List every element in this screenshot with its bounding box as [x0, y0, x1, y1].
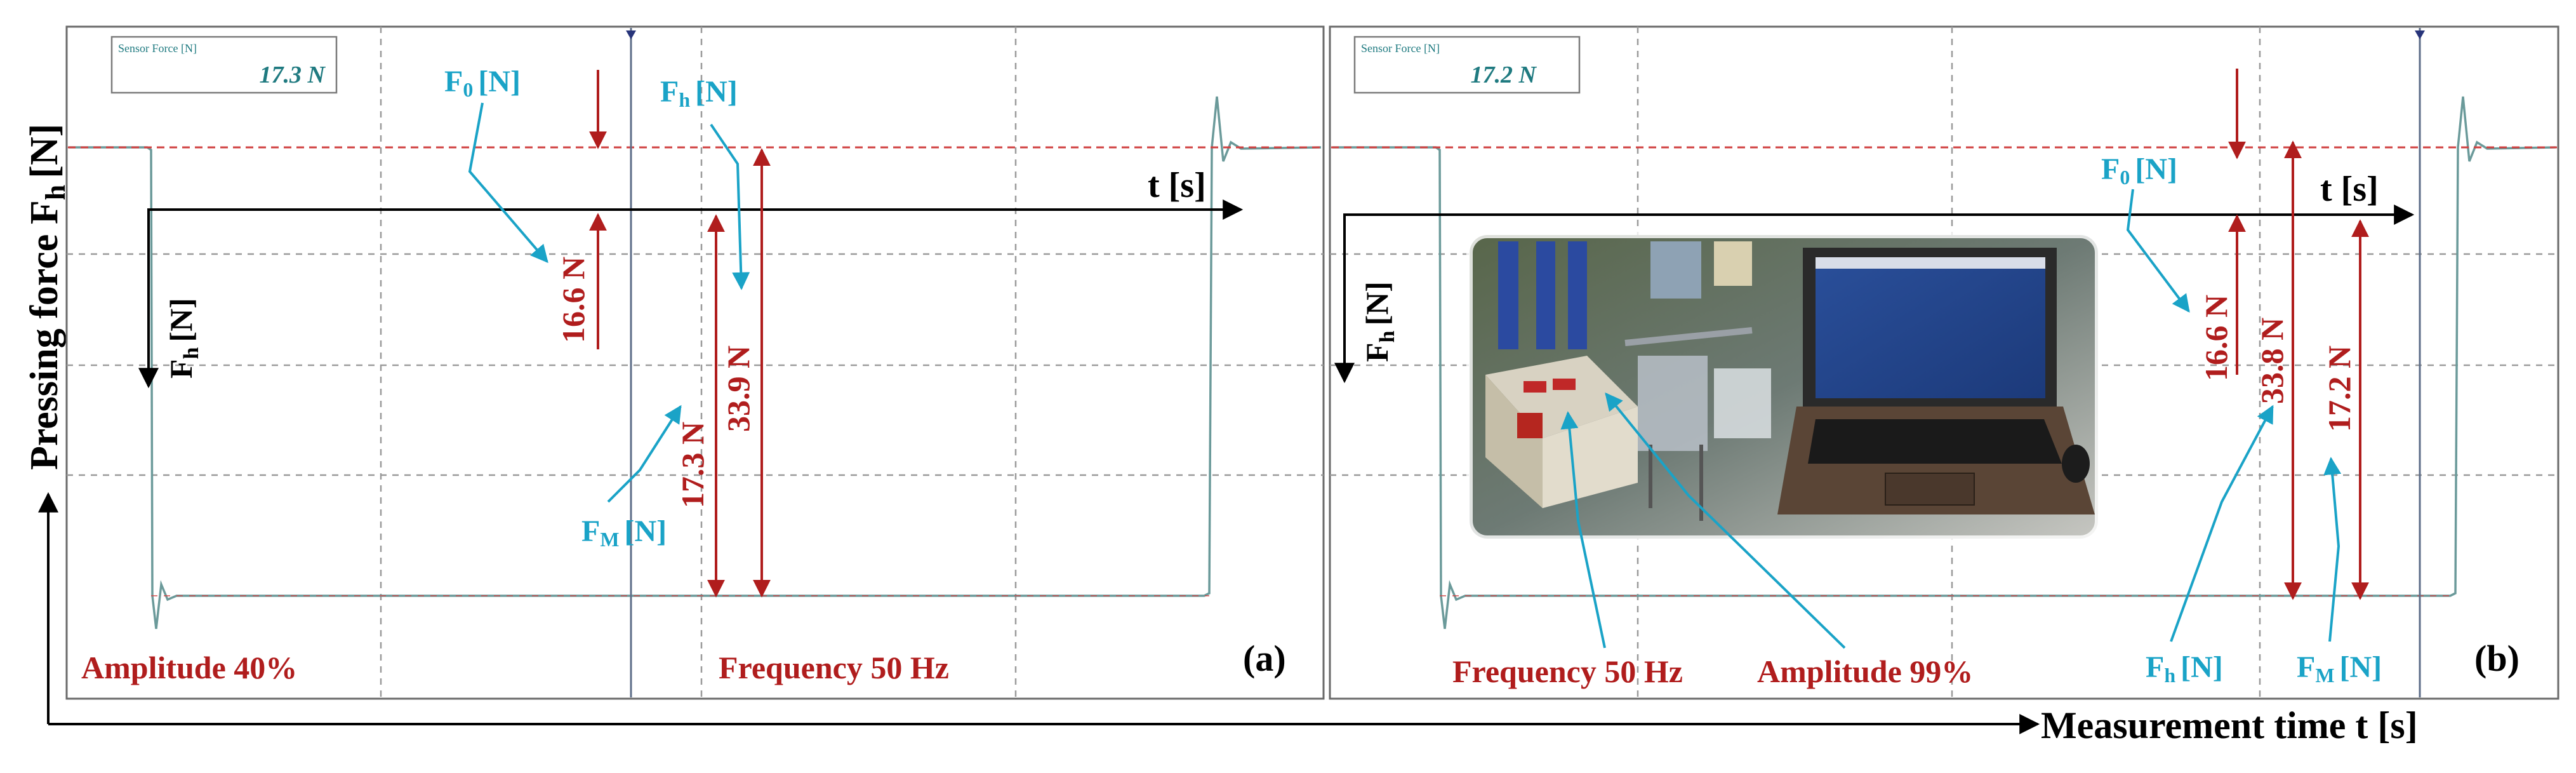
panel-a-fm-leader: [607, 405, 682, 503]
panel-b-fm-value: 17.2 N: [2321, 346, 2357, 432]
panel-b-amplitude-leader: [1605, 392, 1846, 649]
panel-a-f0-leader: [468, 102, 548, 264]
panel-a-cursor-marker: [626, 30, 636, 39]
global-x-axis-label: Measurement time t [s]: [2041, 704, 2418, 746]
panel-a-fh-value: 33.9 N: [720, 346, 756, 432]
global-axes: Measurement time t [s] Pressing force Fh…: [23, 124, 2418, 746]
panel-b-cursor-marker: [2415, 30, 2425, 39]
panel-b-sensor-box-value: 17.2 N: [1471, 62, 1537, 88]
panel-b-force-trace: [1332, 96, 2556, 629]
panel-b-fh-leader: [2170, 405, 2274, 642]
panel-a-f0-label: F0[N]: [444, 65, 521, 101]
panel-a-sensor-box: Sensor Force [N] 17.3 N: [110, 36, 338, 94]
panel-a-fh-leader: [710, 123, 750, 290]
panel-b-f0-label: F0[N]: [2101, 152, 2177, 189]
lab-setup-photo: [1466, 232, 2101, 542]
panel-a-frame: [65, 25, 1325, 700]
panel-b-tag: (b): [2474, 638, 2520, 679]
panel-b-fh-axis-label: Fh[N]: [1359, 281, 1399, 362]
panel-b-amplitude: Amplitude 99%: [1757, 654, 1973, 689]
panel-b-t-axis-label: t [s]: [2320, 170, 2379, 209]
panel-a-fh-label: Fh[N]: [660, 75, 738, 111]
panel-a-fh-axis-label: Fh[N]: [163, 298, 203, 379]
panel-b-fh-label: Fh[N]: [2146, 650, 2223, 687]
panel-a-t-axis-label: t [s]: [1148, 166, 1206, 205]
panel-b-grid: [1330, 27, 2558, 699]
panel-a-sensor-box-title: Sensor Force [N]: [118, 42, 197, 55]
panel-b-f0-leader: [2126, 189, 2190, 313]
panel-b-sensor-box: Sensor Force [N] 17.2 N: [1353, 36, 1581, 94]
panel-a-f0-value: 16.6 N: [555, 257, 591, 343]
panel-a-grid: [67, 27, 1324, 699]
panel-b-fm-leader: [2323, 457, 2342, 642]
panel-b-fh-value: 33.8 N: [2254, 318, 2290, 404]
panel-a-amplitude: Amplitude 40%: [81, 650, 297, 685]
panel-a-tag: (a): [1243, 638, 1286, 679]
panel-a-sensor-box-value: 17.3 N: [260, 62, 326, 88]
panel-b-f0-value: 16.6 N: [2198, 295, 2234, 381]
panel-b-frequency: Frequency 50 Hz: [1452, 654, 1683, 689]
panel-a-fm-label: FM[N]: [581, 514, 667, 551]
panel-b: Sensor Force [N] 17.2 N t [s] Fh[N]: [1329, 25, 2559, 700]
global-y-axis-label: Pressing force Fh[N]: [23, 124, 71, 470]
panel-a: Sensor Force [N] 17.3 N t [s] Fh[N] 16.6…: [65, 25, 1325, 700]
panel-b-sensor-box-title: Sensor Force [N]: [1361, 42, 1440, 55]
panel-a-frequency: Frequency 50 Hz: [719, 650, 949, 685]
panel-b-frequency-leader: [1560, 411, 1606, 649]
panel-b-fm-label: FM[N]: [2297, 650, 2382, 687]
panel-a-fm-value: 17.3 N: [675, 422, 710, 508]
